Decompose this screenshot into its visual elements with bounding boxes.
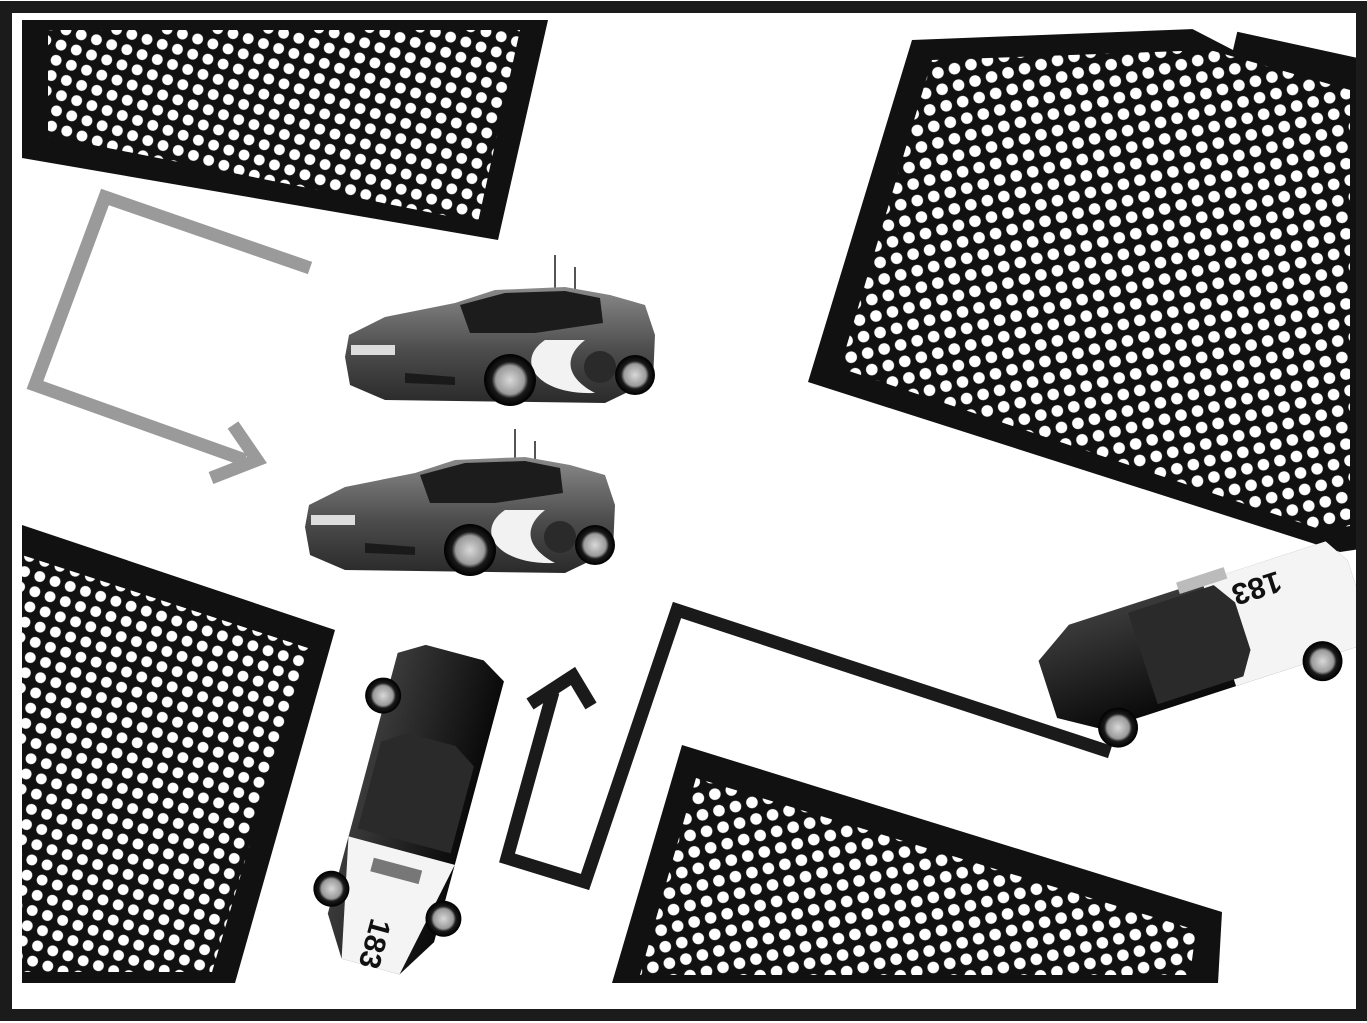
street-intersection-scene: 183 183 bbox=[0, 0, 1367, 1023]
